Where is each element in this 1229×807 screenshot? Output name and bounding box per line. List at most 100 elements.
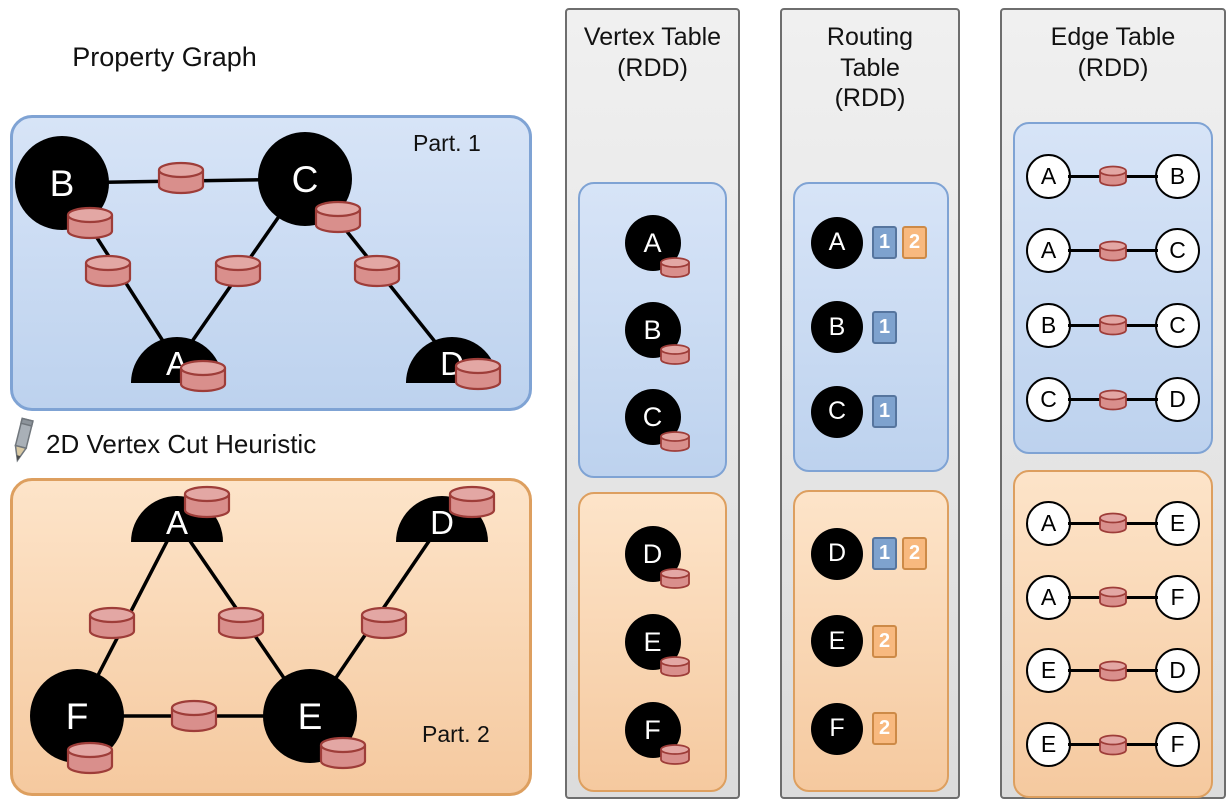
property-cylinder-icon [659,344,690,365]
edge-src-circle: A [1026,500,1071,546]
partition-tag-2: 2 [902,226,927,259]
vertex-circle: C [811,385,863,438]
vertex-table-entry-B: B [624,302,690,365]
edge-link [1068,308,1158,342]
vertex-circle: E [624,614,681,670]
property-cylinder-icon [1099,240,1127,262]
edge-dst-circle: C [1155,228,1200,274]
partition-tag-1: 1 [872,395,897,428]
edge-link [1068,580,1158,614]
property-cylinder-icon [1099,165,1127,187]
property-cylinder-icon [1099,389,1127,411]
edge-link [1068,506,1158,540]
property-cylinder-icon [1099,660,1127,682]
partition-tag-2: 2 [902,537,927,570]
edge-link [1068,234,1158,268]
property-cylinder-icon [1099,314,1127,336]
vertex-circle: F [811,702,863,755]
partition-tag-1: 1 [872,226,897,259]
partition-tags: 1 [872,310,897,344]
vertex-table-title: Vertex Table (RDD) [583,23,722,82]
edge-dst-circle: D [1155,377,1200,423]
edge-dst-circle: F [1155,722,1200,768]
vertex-table-entry-F: F [624,702,690,765]
property-cylinder-icon [659,431,690,452]
property-cylinder-icon [1099,586,1127,608]
property-cylinder-icon [659,744,690,765]
edge-link [1068,383,1158,417]
property-cylinder-icon [1099,389,1127,411]
partition-tag-2: 2 [872,624,897,658]
edge-src-circle: A [1026,228,1071,274]
partition-tag-2: 2 [872,712,897,745]
vertex-circle: B [811,301,863,353]
vertex-circle: E [811,615,863,667]
edge-src-circle: A [1026,153,1071,199]
edge-src-circle: A [1026,574,1071,620]
edge-src-circle: B [1026,302,1071,348]
partition-tags: 1 [872,395,897,428]
property-cylinder-icon [1099,240,1127,262]
vertex-table-entry-D: D [624,526,690,589]
edge-link [1068,159,1158,193]
property-cylinder-icon [659,257,690,278]
pencil-icon [14,417,34,463]
partition-label-part1: Part. 1 [413,130,481,156]
edge-src-circle: E [1026,648,1071,694]
property-cylinder-icon [659,656,690,677]
edge-src-circle: C [1026,377,1071,423]
property-cylinder-icon [659,744,690,765]
edge-link [1068,654,1158,688]
edge-dst-circle: C [1155,302,1200,348]
routing-table-title: Routing Table (RDD) [826,23,914,112]
partition-box-part2 [10,478,532,796]
property-cylinder-icon [1099,165,1127,187]
partition-label-part2: Part. 2 [422,721,490,747]
property-cylinder-icon [659,568,690,589]
property-cylinder-icon [1099,734,1127,756]
vertex-circle: A [811,216,863,269]
edge-src-circle: E [1026,722,1071,768]
property-cylinder-icon [1099,512,1127,534]
partition-tag-1: 1 [872,537,897,570]
edge-dst-circle: F [1155,574,1200,620]
property-graph-title: Property Graph [72,42,257,72]
edge-dst-circle: E [1155,500,1200,546]
edge-table-title: Edge Table (RDD) [1050,23,1176,82]
property-cylinder-icon [659,656,690,677]
partition-tags: 2 [872,624,897,658]
property-cylinder-icon [659,568,690,589]
property-cylinder-icon [659,344,690,365]
property-cylinder-icon [1099,734,1127,756]
vertex-cut-heuristic-label: 2D Vertex Cut Heuristic [46,429,317,459]
vertex-table-entry-C: C [624,389,690,452]
property-cylinder-icon [1099,660,1127,682]
